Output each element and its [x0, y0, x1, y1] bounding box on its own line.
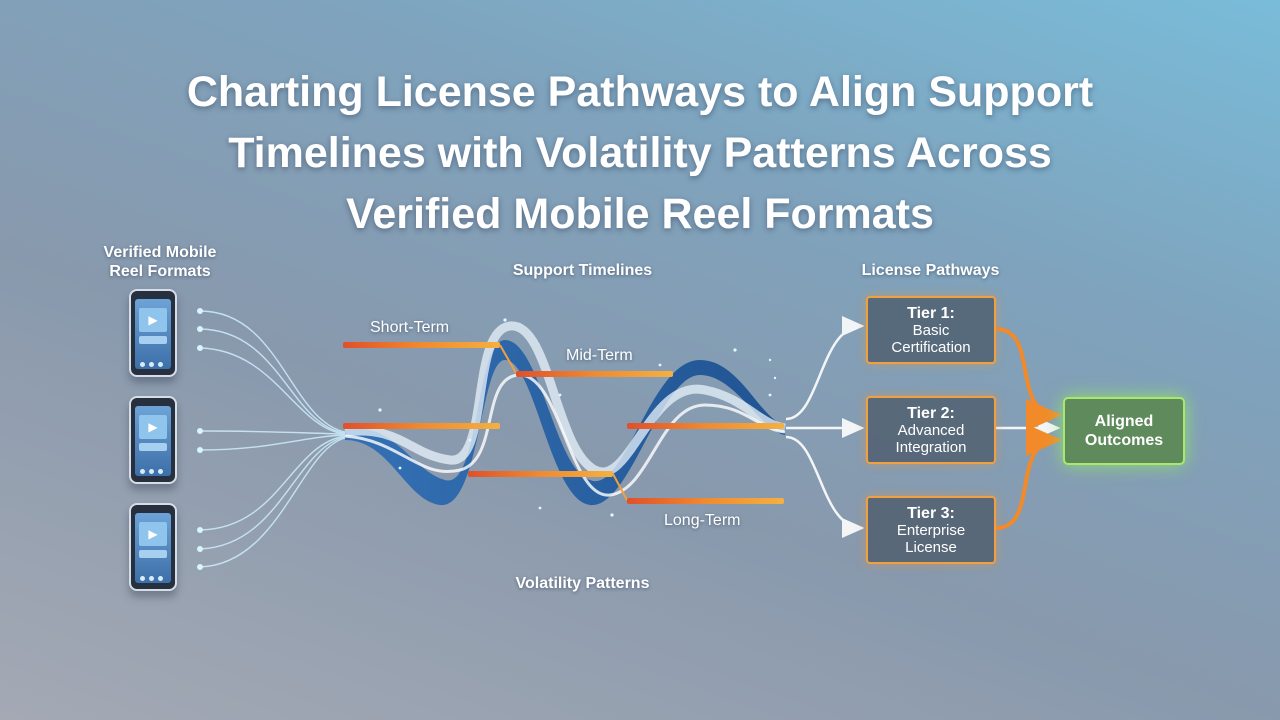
play-icon: ▶ [139, 522, 167, 546]
tier-3-name: Tier 3: [907, 504, 955, 522]
short-term-bar-2 [343, 423, 500, 429]
title-line-3: Verified Mobile Reel Formats [346, 190, 934, 238]
outcome-arrows [995, 327, 1062, 530]
phone-dots [140, 568, 168, 581]
tier-1-line-2: Certification [891, 338, 971, 356]
wave-sparkles [378, 318, 777, 517]
phone-screen: ▶ [135, 406, 171, 476]
mid-term-bar [516, 371, 673, 377]
volatility-wave [344, 321, 786, 506]
reel-formats-line-1: Verified Mobile [103, 244, 217, 261]
phone-content-row [139, 336, 167, 344]
timeline-bars [343, 342, 784, 504]
tier-1-name: Tier 1: [907, 304, 955, 322]
title-line-1: Charting License Pathways to Align Suppo… [186, 68, 1094, 116]
tier-2-name: Tier 2: [907, 404, 955, 422]
reel-formats-line-2: Reel Formats [109, 263, 211, 280]
tier-1-box: Tier 1: Basic Certification [866, 296, 996, 364]
play-icon: ▶ [139, 415, 167, 439]
phone-screen: ▶ [135, 513, 171, 583]
aligned-outcomes-box: Aligned Outcomes [1063, 397, 1185, 465]
outcome-line-2: Outcomes [1084, 432, 1164, 449]
tier-2-line-1: Advanced [897, 421, 965, 439]
connector-dots [197, 308, 203, 570]
tier-3-box: Tier 3: Enterprise License [866, 496, 996, 564]
phone-screen: ▶ [135, 299, 171, 369]
mid-term-bar-2 [627, 423, 784, 429]
tier-3-line-2: License [905, 538, 957, 556]
title-line-2: Timelines with Volatility Patterns Acros… [228, 129, 1052, 177]
short-term-label: Short-Term [370, 319, 450, 336]
tier-3-line-1: Enterprise [896, 521, 966, 539]
phone-dots [140, 354, 168, 367]
page-title: Charting License Pathways to Align Suppo… [140, 62, 1140, 245]
tier-2-line-2: Integration [895, 438, 967, 456]
volatility-patterns-label: Volatility Patterns [515, 575, 650, 592]
long-term-bar [468, 471, 613, 477]
tier-2-box: Tier 2: Advanced Integration [866, 396, 996, 464]
long-term-label: Long-Term [664, 512, 741, 529]
mobile-reel-phone-1: ▶ [129, 289, 177, 377]
mobile-reel-phone-3: ▶ [129, 503, 177, 591]
short-term-bar [343, 342, 500, 348]
reel-connector-lines [199, 310, 346, 568]
mobile-reel-phone-2: ▶ [129, 396, 177, 484]
play-icon: ▶ [139, 308, 167, 332]
outcome-line-1: Aligned [1094, 413, 1154, 430]
long-term-bar-2 [627, 498, 784, 504]
reel-formats-label: Verified Mobile Reel Formats [80, 243, 240, 281]
phone-content-row [139, 443, 167, 451]
phone-dots [140, 461, 168, 474]
mid-term-label: Mid-Term [566, 347, 633, 364]
license-pathways-label: License Pathways [861, 262, 1000, 279]
support-timelines-label: Support Timelines [512, 262, 653, 279]
tier-1-line-1: Basic [912, 321, 950, 339]
phone-content-row [139, 550, 167, 558]
